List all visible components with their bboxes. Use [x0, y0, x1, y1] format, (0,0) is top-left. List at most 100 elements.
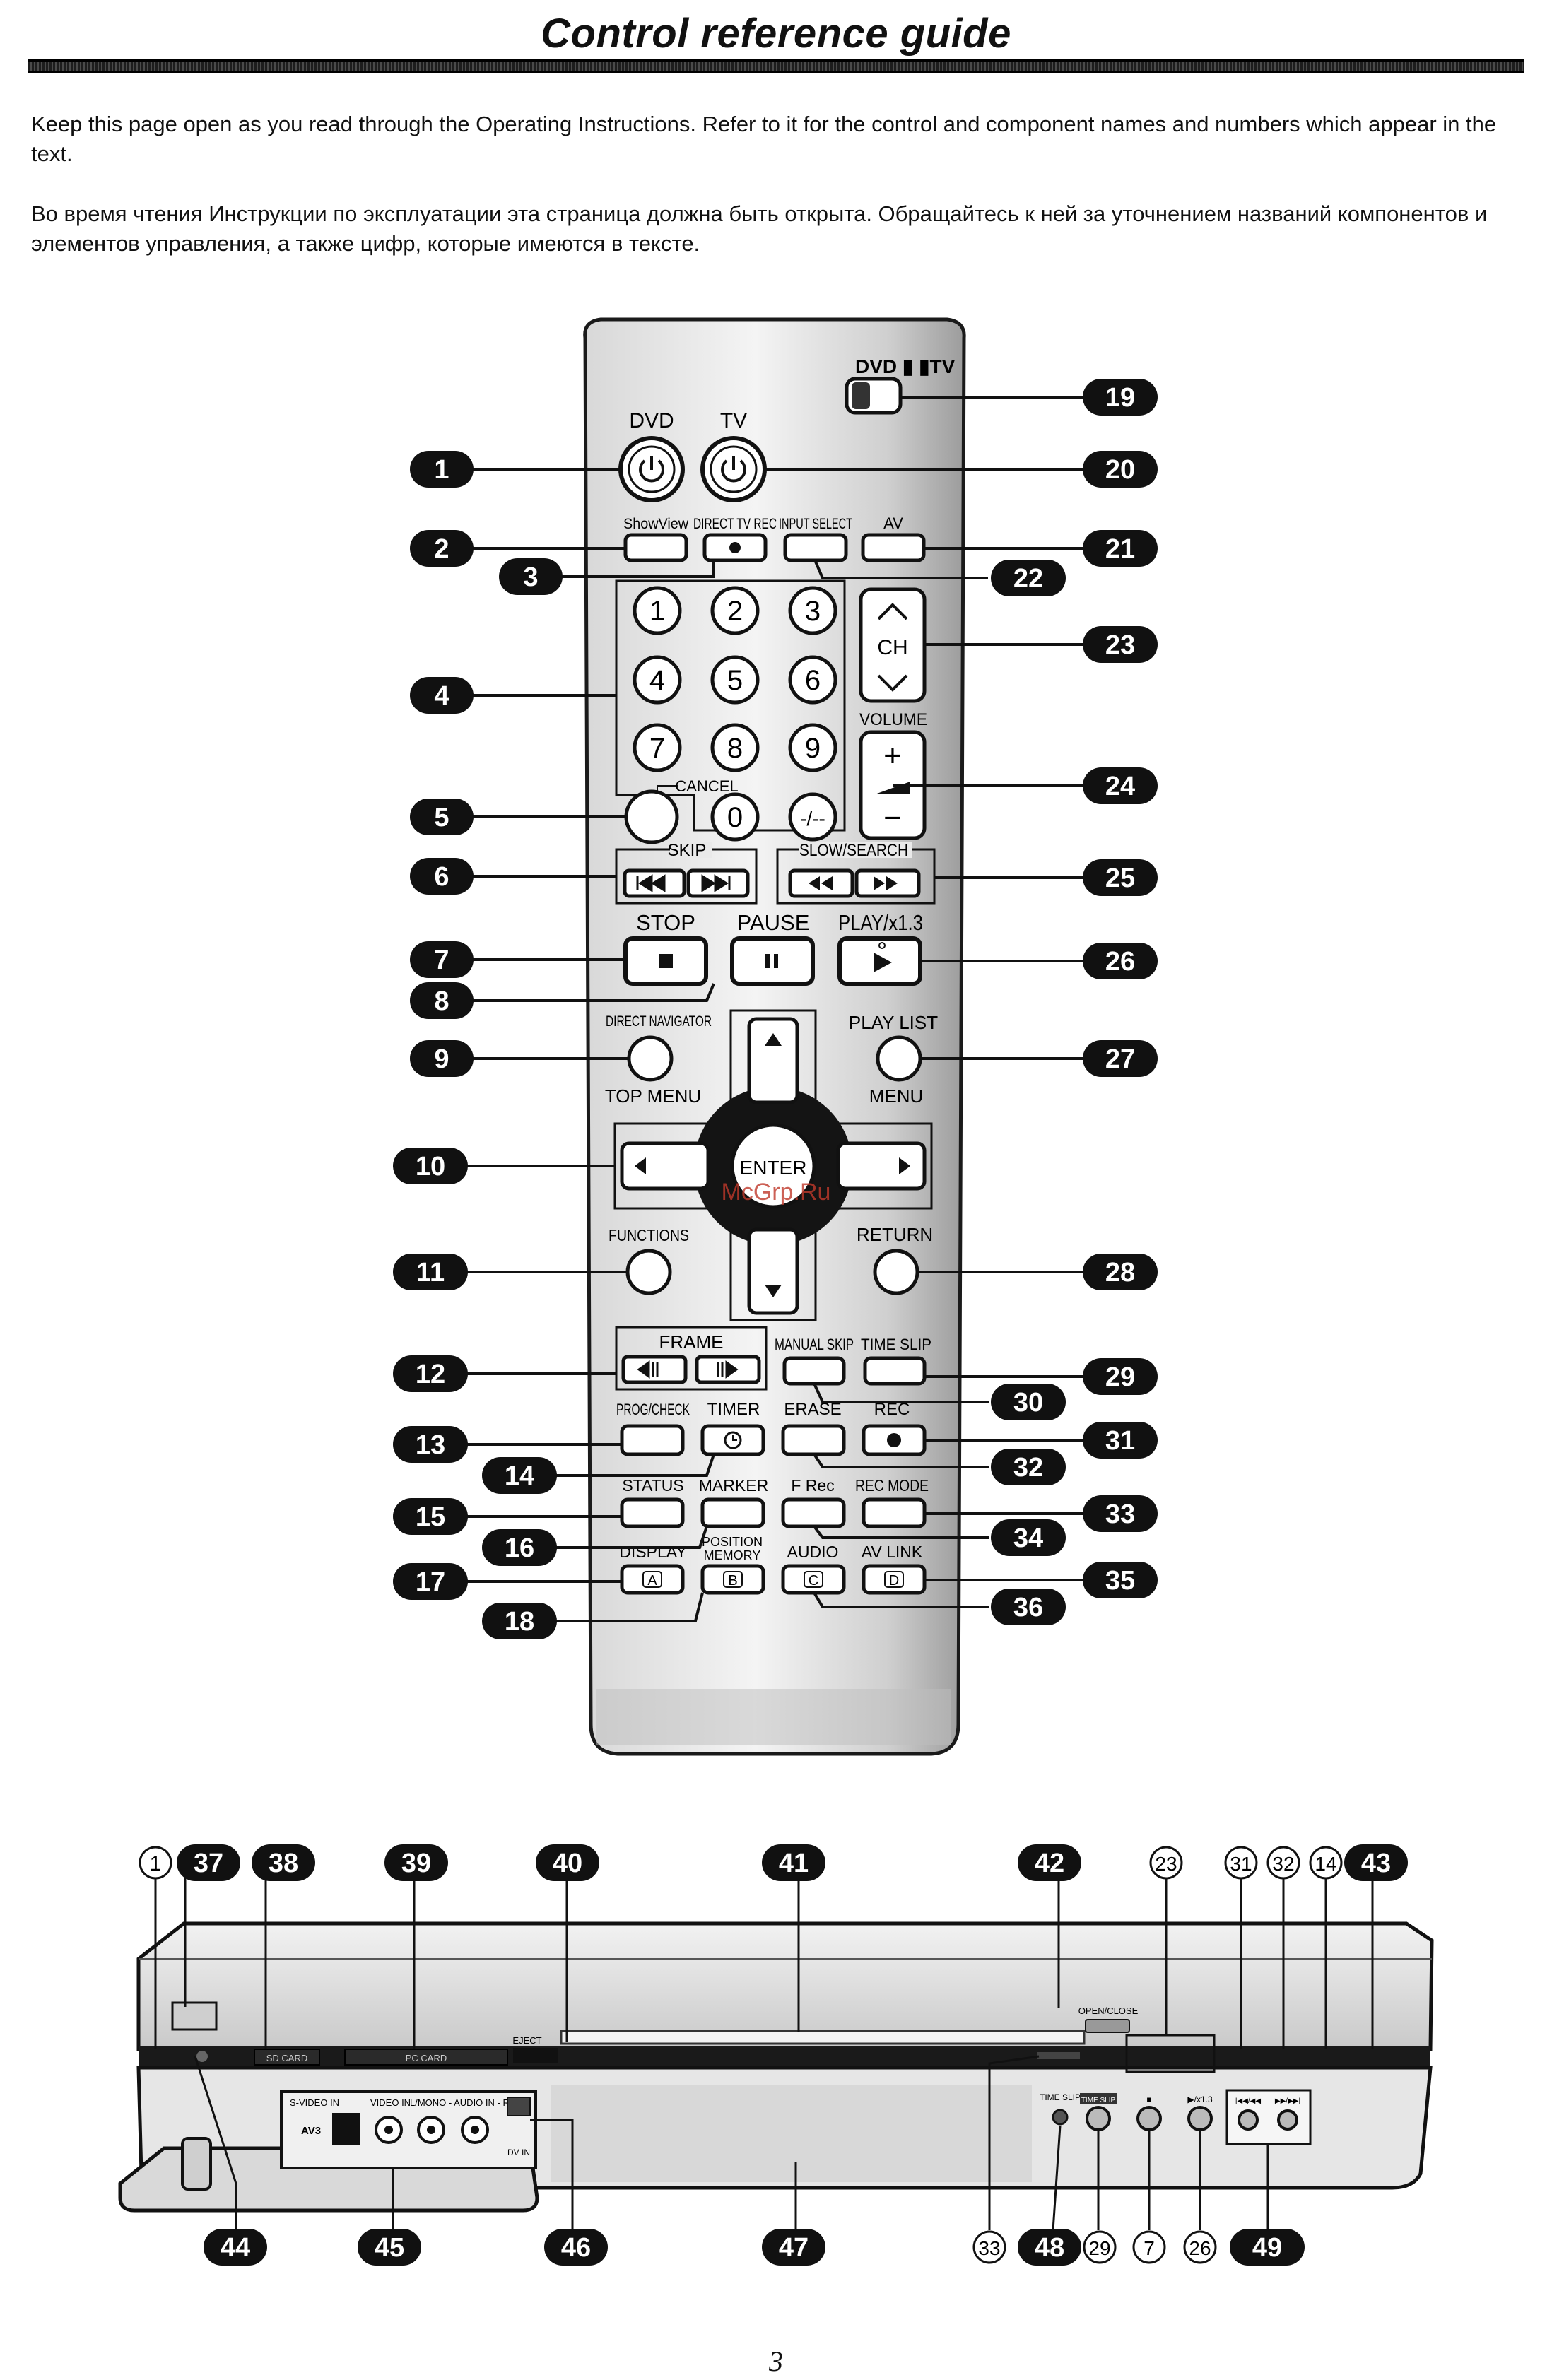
callout-13: 13 — [416, 1430, 445, 1460]
pc-card-slot[interactable] — [344, 2049, 508, 2066]
unit-stop-button[interactable] — [1136, 2106, 1162, 2131]
callout-24: 24 — [1105, 772, 1135, 801]
play-list-label: PLAY LIST — [849, 1012, 938, 1033]
callout-23: 23 — [1105, 630, 1135, 660]
play-list-button[interactable] — [876, 1035, 922, 1082]
front-cover-hinge — [181, 2137, 212, 2191]
menu-label: MENU — [869, 1085, 924, 1107]
prog-check-button[interactable] — [620, 1424, 685, 1456]
av-label: AV — [883, 514, 903, 532]
open-close-button[interactable] — [1085, 2019, 1130, 2033]
av-button[interactable] — [861, 533, 926, 562]
cursor-down-icon — [765, 1285, 782, 1297]
digit-dash-button[interactable] — [788, 792, 837, 842]
play-label: PLAY/x1.3 — [838, 910, 923, 935]
input-select-button[interactable] — [783, 533, 848, 562]
return-button[interactable] — [873, 1249, 919, 1295]
unit-play-button[interactable] — [1187, 2106, 1213, 2131]
digit-3-button[interactable] — [788, 586, 837, 635]
digit-2-button[interactable] — [710, 586, 760, 635]
rec-mode-button[interactable] — [862, 1497, 927, 1528]
callout-26: 26 — [1105, 947, 1135, 977]
digit-5-button[interactable] — [710, 655, 760, 705]
callout-11: 11 — [416, 1258, 445, 1288]
rec-dot-icon — [887, 1433, 901, 1447]
unit-time-slip-label: TIME SLIP — [1040, 2092, 1081, 2102]
callout-18: 18 — [505, 1607, 534, 1637]
position-memory-b-button[interactable] — [700, 1564, 765, 1595]
cancel-label: CANCEL — [675, 777, 738, 795]
cursor-right-icon — [899, 1157, 910, 1174]
unit-time-slip-button[interactable] — [1086, 2106, 1111, 2131]
cursor-down-button[interactable] — [747, 1227, 799, 1315]
av3-input-panel — [280, 2090, 537, 2169]
s-video-in-label: S-VIDEO IN — [290, 2097, 339, 2108]
enter-button[interactable] — [730, 1123, 816, 1209]
unit-skip-next-button[interactable] — [1277, 2109, 1298, 2131]
f-rec-button[interactable] — [781, 1497, 846, 1528]
cursor-up-button[interactable] — [747, 1017, 799, 1104]
remote-leader-lines — [452, 396, 1086, 1622]
recorder-leader-lines — [154, 1878, 1374, 2231]
frame-back-button[interactable] — [621, 1355, 688, 1384]
dvd-tv-switch-label: DVD ▮ ▮TV — [855, 355, 956, 377]
eject-label: EJECT — [512, 2035, 541, 2046]
recorder-callouts-bottom: 44 45 46 47 33 48 29 7 26 49 — [204, 2229, 1305, 2266]
tv-power-icon — [721, 456, 746, 483]
showview-label: ShowView — [623, 516, 689, 532]
dv-in-terminal[interactable] — [507, 2097, 531, 2116]
eject-button[interactable] — [513, 2048, 558, 2063]
pc-card-label: PC CARD — [406, 2053, 447, 2063]
callout-6: 6 — [434, 862, 449, 892]
search-forward-icon — [874, 876, 898, 890]
callout-7: 7 — [434, 945, 449, 975]
digit-8-button[interactable] — [710, 723, 760, 772]
display-a-button[interactable] — [620, 1564, 685, 1595]
showview-button[interactable] — [623, 533, 688, 562]
s-video-jack[interactable] — [332, 2113, 360, 2145]
pause-button[interactable] — [730, 936, 815, 986]
unit-time-slip-label-plate — [1080, 2093, 1117, 2104]
callout-5: 5 — [434, 803, 449, 832]
cursor-right-button[interactable] — [836, 1141, 927, 1191]
status-label: STATUS — [622, 1476, 683, 1495]
unit-power-button[interactable] — [196, 2051, 208, 2062]
pause-icon — [765, 954, 778, 968]
svg-text:6: 6 — [805, 665, 821, 696]
callout-16: 16 — [505, 1533, 534, 1563]
status-button[interactable] — [620, 1497, 685, 1528]
cursor-left-button[interactable] — [620, 1141, 710, 1191]
unit-skip-prev-button[interactable] — [1238, 2109, 1259, 2131]
direct-navigator-button[interactable] — [627, 1035, 674, 1082]
digit-4-button[interactable] — [633, 655, 682, 705]
pause-label: PAUSE — [737, 910, 810, 935]
digit-1-button[interactable] — [633, 586, 682, 635]
audio-c-button[interactable] — [781, 1564, 846, 1595]
marker-button[interactable] — [700, 1497, 765, 1528]
av3-label: AV3 — [301, 2125, 321, 2137]
marker-label: MARKER — [699, 1476, 768, 1495]
digit-6-button[interactable] — [788, 655, 837, 705]
skip-back-icon — [636, 874, 666, 892]
title-rule — [28, 59, 1524, 73]
time-slip-button[interactable] — [863, 1356, 927, 1386]
time-slip-indicator — [1052, 2109, 1069, 2126]
erase-button[interactable] — [781, 1424, 846, 1456]
cancel-button[interactable] — [624, 789, 679, 844]
unit-skip-prev-label: |◀◀/◀◀ — [1235, 2097, 1261, 2105]
channel-up-icon — [877, 603, 908, 620]
sd-card-slot[interactable] — [254, 2049, 320, 2066]
svg-text:C: C — [809, 1573, 818, 1589]
digit-9-button[interactable] — [788, 723, 837, 772]
manual-skip-button[interactable] — [782, 1356, 846, 1386]
skip-label: SKIP — [668, 841, 707, 860]
disc-tray[interactable] — [560, 2030, 1086, 2045]
functions-button[interactable] — [625, 1249, 672, 1295]
cursor-up-icon — [765, 1033, 782, 1046]
digit-0-button[interactable] — [710, 792, 760, 842]
callout-3: 3 — [523, 562, 538, 592]
intro-russian: Во время чтения Инструкции по эксплуатац… — [31, 201, 1488, 256]
dvd-recorder: SD CARD PC CARD EJECT OPEN/CLOSE S-VIDEO… — [118, 1921, 1434, 2213]
callout-49: 49 — [1252, 2233, 1282, 2263]
digit-7-button[interactable] — [633, 723, 682, 772]
